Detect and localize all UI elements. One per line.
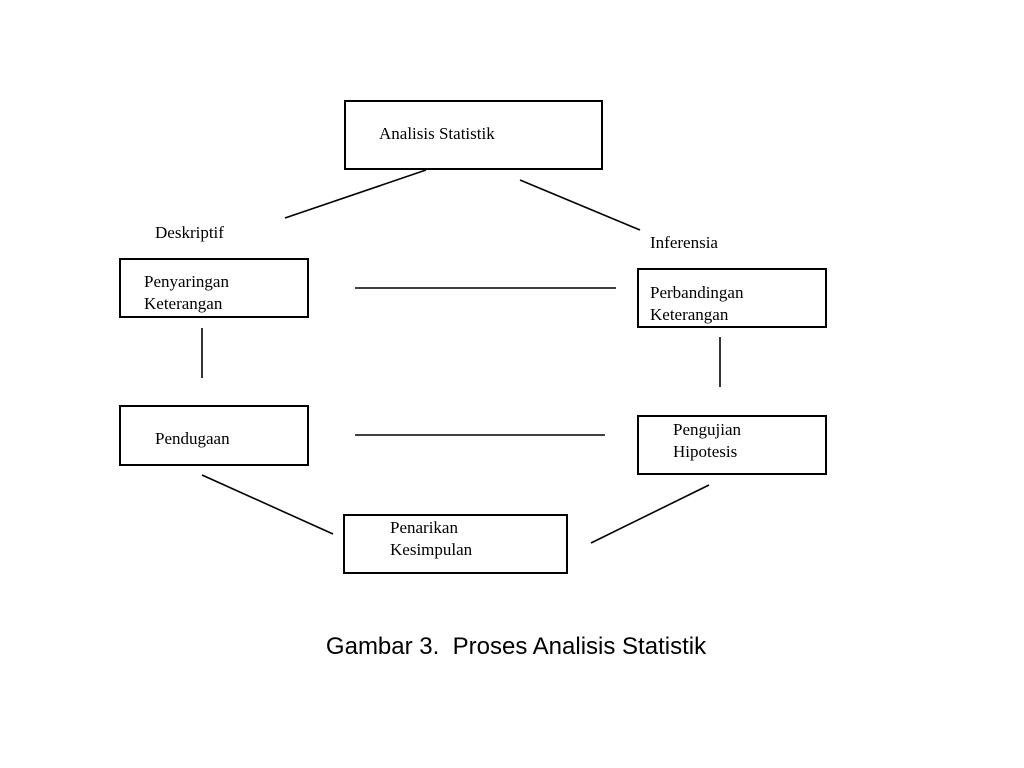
figure-caption: Gambar 3. Proses Analisis Statistik (325, 633, 707, 660)
penyaringan-keterangan-box (119, 258, 309, 318)
perbandingan-keterangan-box (637, 268, 827, 328)
penarikan-kesimpulan-label: Penarikan Kesimpulan (390, 518, 473, 559)
pengujian-hipotesis-label: Pengujian Hipotesis (673, 420, 741, 461)
connector-root-deskriptif (284, 169, 427, 219)
penyaringan-keterangan-label: Penyaringan Keterangan (144, 272, 229, 313)
inferensia-label: Inferensia (650, 233, 718, 252)
analisis-statistik-label: Analisis Statistik (379, 124, 495, 143)
analisis-statistik-box (344, 100, 603, 170)
connector-pengujian-kesimpulan (590, 484, 710, 544)
perbandingan-keterangan-label: Perbandingan Keterangan (650, 283, 744, 324)
connector-pendugaan-kesimpulan (201, 474, 334, 535)
penarikan-kesimpulan-box (343, 514, 568, 574)
connector-root-inferensia (519, 179, 641, 231)
pendugaan-label: Pendugaan (155, 429, 230, 448)
pengujian-hipotesis-box (637, 415, 827, 475)
pendugaan-box (119, 405, 309, 466)
deskriptif-label: Deskriptif (155, 223, 224, 242)
